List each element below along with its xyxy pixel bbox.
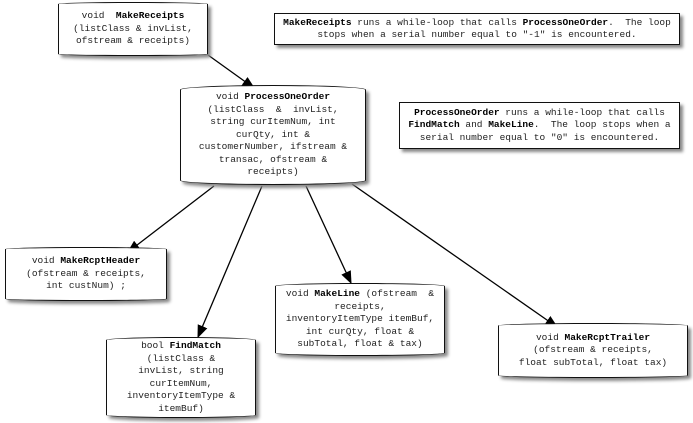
arrow-processoneorder-makercptheader	[126, 185, 215, 253]
node-make-rcpt-header: void MakeRcptHeader (ofstream & receipts…	[5, 247, 167, 301]
arrow-processoneorder-makercpttrailer	[351, 183, 559, 328]
node-make-rcpt-trailer: void MakeRcptTrailer (ofstream & receipt…	[498, 323, 688, 378]
arrow-makereceipts-processoneorder	[207, 54, 256, 89]
note-process-one-order: ProcessOneOrder runs a while-loop that c…	[399, 102, 680, 149]
arrow-processoneorder-makeline	[305, 185, 352, 285]
node-make-line: void MakeLine (ofstream & receipts,inven…	[275, 283, 445, 356]
node-find-match: bool FindMatch (listClass &invList, stri…	[106, 337, 256, 418]
node-make-receipts: void MakeReceipts (listClass & invList,o…	[58, 2, 208, 56]
node-process-one-order: void ProcessOneOrder (listClass & invLis…	[180, 85, 366, 185]
note-make-receipts: MakeReceipts runs a while-loop that call…	[274, 13, 680, 45]
arrow-processoneorder-findmatch	[197, 185, 263, 339]
